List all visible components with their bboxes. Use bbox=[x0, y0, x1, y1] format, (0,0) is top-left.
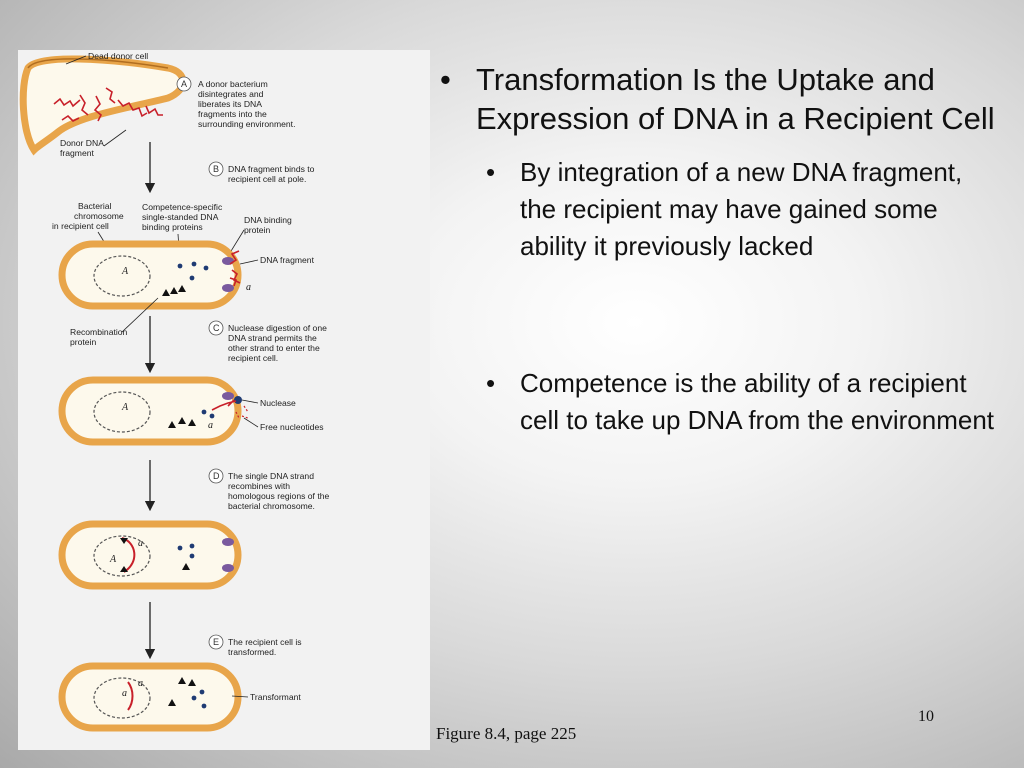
svg-text:in recipient cell: in recipient cell bbox=[52, 221, 109, 231]
svg-text:A: A bbox=[121, 266, 129, 277]
dead-donor-cell bbox=[19, 55, 187, 156]
step-d-letter: D bbox=[213, 471, 220, 481]
svg-text:fragments into the: fragments into the bbox=[198, 109, 267, 119]
main-bullet-text: Transformation Is the Uptake and Express… bbox=[476, 62, 995, 136]
figure-svg: Dead donor cell Donor DNA fragment A A d… bbox=[19, 51, 330, 732]
recipient-cell-1: A a bbox=[58, 240, 251, 310]
step-d: D The single DNA strand recombines with … bbox=[208, 468, 330, 511]
svg-text:A: A bbox=[121, 402, 129, 413]
svg-text:a: a bbox=[122, 688, 127, 699]
svg-text:The recipient cell is: The recipient cell is bbox=[228, 637, 302, 647]
svg-text:surrounding environment.: surrounding environment. bbox=[198, 119, 295, 129]
recipient-cell-4-transformant: a a bbox=[58, 662, 242, 732]
bullet-glyph: • bbox=[440, 62, 451, 97]
label-dead-donor-cell: Dead donor cell bbox=[88, 51, 148, 61]
step-c-letter: C bbox=[213, 323, 220, 333]
svg-text:The single DNA strand: The single DNA strand bbox=[228, 471, 314, 481]
svg-text:DNA fragment: DNA fragment bbox=[260, 255, 315, 265]
step-c: C Nuclease digestion of one DNA strand p… bbox=[208, 320, 327, 363]
step-e: E The recipient cell is transformed. bbox=[208, 634, 302, 657]
svg-text:single-standed DNA: single-standed DNA bbox=[142, 212, 219, 222]
sub-bullet-2: • Competence is the ability of a recipie… bbox=[486, 365, 1000, 439]
step-a: A A donor bacterium disintegrates and li… bbox=[176, 76, 295, 129]
svg-text:bacterial chromosome.: bacterial chromosome. bbox=[228, 501, 315, 511]
svg-text:a: a bbox=[138, 678, 143, 689]
svg-text:Bacterial: Bacterial bbox=[78, 201, 112, 211]
svg-text:other strand to enter the: other strand to enter the bbox=[228, 343, 320, 353]
main-bullet: • Transformation Is the Uptake and Expre… bbox=[440, 60, 1000, 138]
svg-text:a: a bbox=[208, 420, 213, 431]
transformation-figure: Dead donor cell Donor DNA fragment A A d… bbox=[18, 50, 430, 750]
step-b: B DNA fragment binds to recipient cell a… bbox=[208, 161, 315, 184]
svg-text:disintegrates and: disintegrates and bbox=[198, 89, 264, 99]
svg-text:recombines with: recombines with bbox=[228, 481, 290, 491]
svg-text:binding proteins: binding proteins bbox=[142, 222, 203, 232]
svg-text:Competence-specific: Competence-specific bbox=[142, 202, 223, 212]
svg-text:transformed.: transformed. bbox=[228, 647, 276, 657]
step-e-letter: E bbox=[213, 637, 219, 647]
svg-text:Nuclease: Nuclease bbox=[260, 398, 296, 408]
label-donor-dna-fragment-1: Donor DNA bbox=[60, 138, 104, 148]
svg-text:Free nucleotides: Free nucleotides bbox=[260, 422, 324, 432]
slide-bullets: • Transformation Is the Uptake and Expre… bbox=[440, 60, 1000, 439]
page-number: 10 bbox=[918, 708, 934, 725]
svg-text:a: a bbox=[138, 538, 143, 549]
sub-bullet-1: • By integration of a new DNA fragment, … bbox=[486, 154, 1000, 265]
svg-text:DNA strand permits the: DNA strand permits the bbox=[228, 333, 317, 343]
svg-text:recipient cell at pole.: recipient cell at pole. bbox=[228, 174, 306, 184]
sub-bullet-1-text: By integration of a new DNA fragment, th… bbox=[520, 157, 963, 261]
bullet-glyph: • bbox=[486, 368, 496, 398]
svg-text:protein: protein bbox=[244, 225, 270, 235]
svg-text:Recombination: Recombination bbox=[70, 327, 128, 337]
svg-text:liberates its DNA: liberates its DNA bbox=[198, 99, 262, 109]
svg-text:DNA binding: DNA binding bbox=[244, 215, 292, 225]
svg-text:A: A bbox=[109, 554, 117, 565]
step-a-letter: A bbox=[181, 79, 187, 89]
svg-text:Nuclease digestion of one: Nuclease digestion of one bbox=[228, 323, 327, 333]
svg-text:a: a bbox=[246, 282, 251, 293]
recipient-cell-2: A a bbox=[58, 376, 249, 446]
svg-text:recipient cell.: recipient cell. bbox=[228, 353, 278, 363]
svg-text:Transformant: Transformant bbox=[250, 692, 301, 702]
bullet-glyph: • bbox=[486, 157, 496, 187]
recipient-cell-3: a A bbox=[58, 520, 242, 590]
label-donor-dna-fragment-2: fragment bbox=[60, 148, 95, 158]
step-b-letter: B bbox=[213, 164, 219, 174]
svg-text:homologous regions of the: homologous regions of the bbox=[228, 491, 330, 501]
svg-text:A donor bacterium: A donor bacterium bbox=[198, 79, 268, 89]
svg-text:protein: protein bbox=[70, 337, 96, 347]
figure-caption: Figure 8.4, page 225 bbox=[436, 724, 577, 743]
svg-text:DNA fragment binds to: DNA fragment binds to bbox=[228, 164, 315, 174]
sub-bullet-2-text: Competence is the ability of a recipient… bbox=[520, 368, 995, 435]
svg-text:chromosome: chromosome bbox=[74, 211, 124, 221]
